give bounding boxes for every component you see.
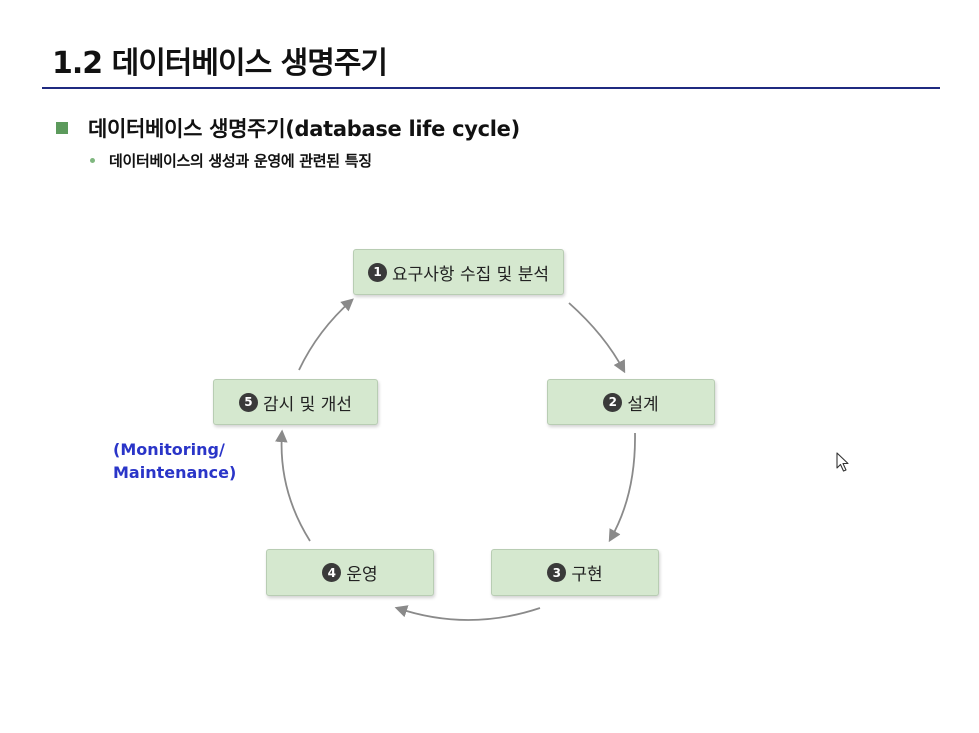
sub-bullet-text: 데이터베이스의 생성과 운영에 관련된 특징 xyxy=(109,152,372,170)
note-line-1: (Monitoring/ xyxy=(113,440,225,459)
number-5-icon: 5 xyxy=(238,392,258,412)
main-bullet-text: 데이터베이스 생명주기(database life cycle) xyxy=(88,117,520,141)
square-bullet-icon xyxy=(56,122,68,134)
arrow-1-to-2 xyxy=(568,302,626,374)
stage-implementation: 3 구현 xyxy=(491,549,659,596)
mouse-pointer-icon xyxy=(836,452,849,472)
arrow-4-to-5 xyxy=(275,429,311,542)
stage-requirements: 1 요구사항 수집 및 분석 xyxy=(353,249,564,295)
slide-title: 1.2 데이터베이스 생명주기 xyxy=(52,46,388,81)
number-4-icon: 4 xyxy=(322,563,342,582)
note-line-2: Maintenance) xyxy=(113,463,237,482)
arrow-5-to-1 xyxy=(298,298,354,371)
title-divider xyxy=(42,87,940,89)
arrow-3-to-4 xyxy=(394,605,541,621)
stage-label: 요구사항 수집 및 분석 xyxy=(392,264,549,285)
stage-label: 감시 및 개선 xyxy=(262,394,352,415)
stage-monitoring: 5 감시 및 개선 xyxy=(213,379,378,425)
stage-label: 구현 xyxy=(571,565,603,585)
stage-label: 설계 xyxy=(627,394,659,415)
stage-operation: 4 운영 xyxy=(266,549,434,596)
stage-label: 운영 xyxy=(346,565,378,585)
number-3-icon: 3 xyxy=(547,563,567,582)
sub-bullet: 데이터베이스의 생성과 운영에 관련된 특징 xyxy=(90,150,372,171)
number-2-icon: 2 xyxy=(603,392,623,412)
main-bullet: 데이터베이스 생명주기(database life cycle) xyxy=(56,113,520,143)
arrow-2-to-3 xyxy=(608,432,636,543)
number-1-icon: 1 xyxy=(368,262,387,282)
stage-design: 2 설계 xyxy=(547,379,715,425)
monitoring-note: (Monitoring/ Maintenance) xyxy=(113,438,236,484)
dot-bullet-icon xyxy=(90,158,95,163)
